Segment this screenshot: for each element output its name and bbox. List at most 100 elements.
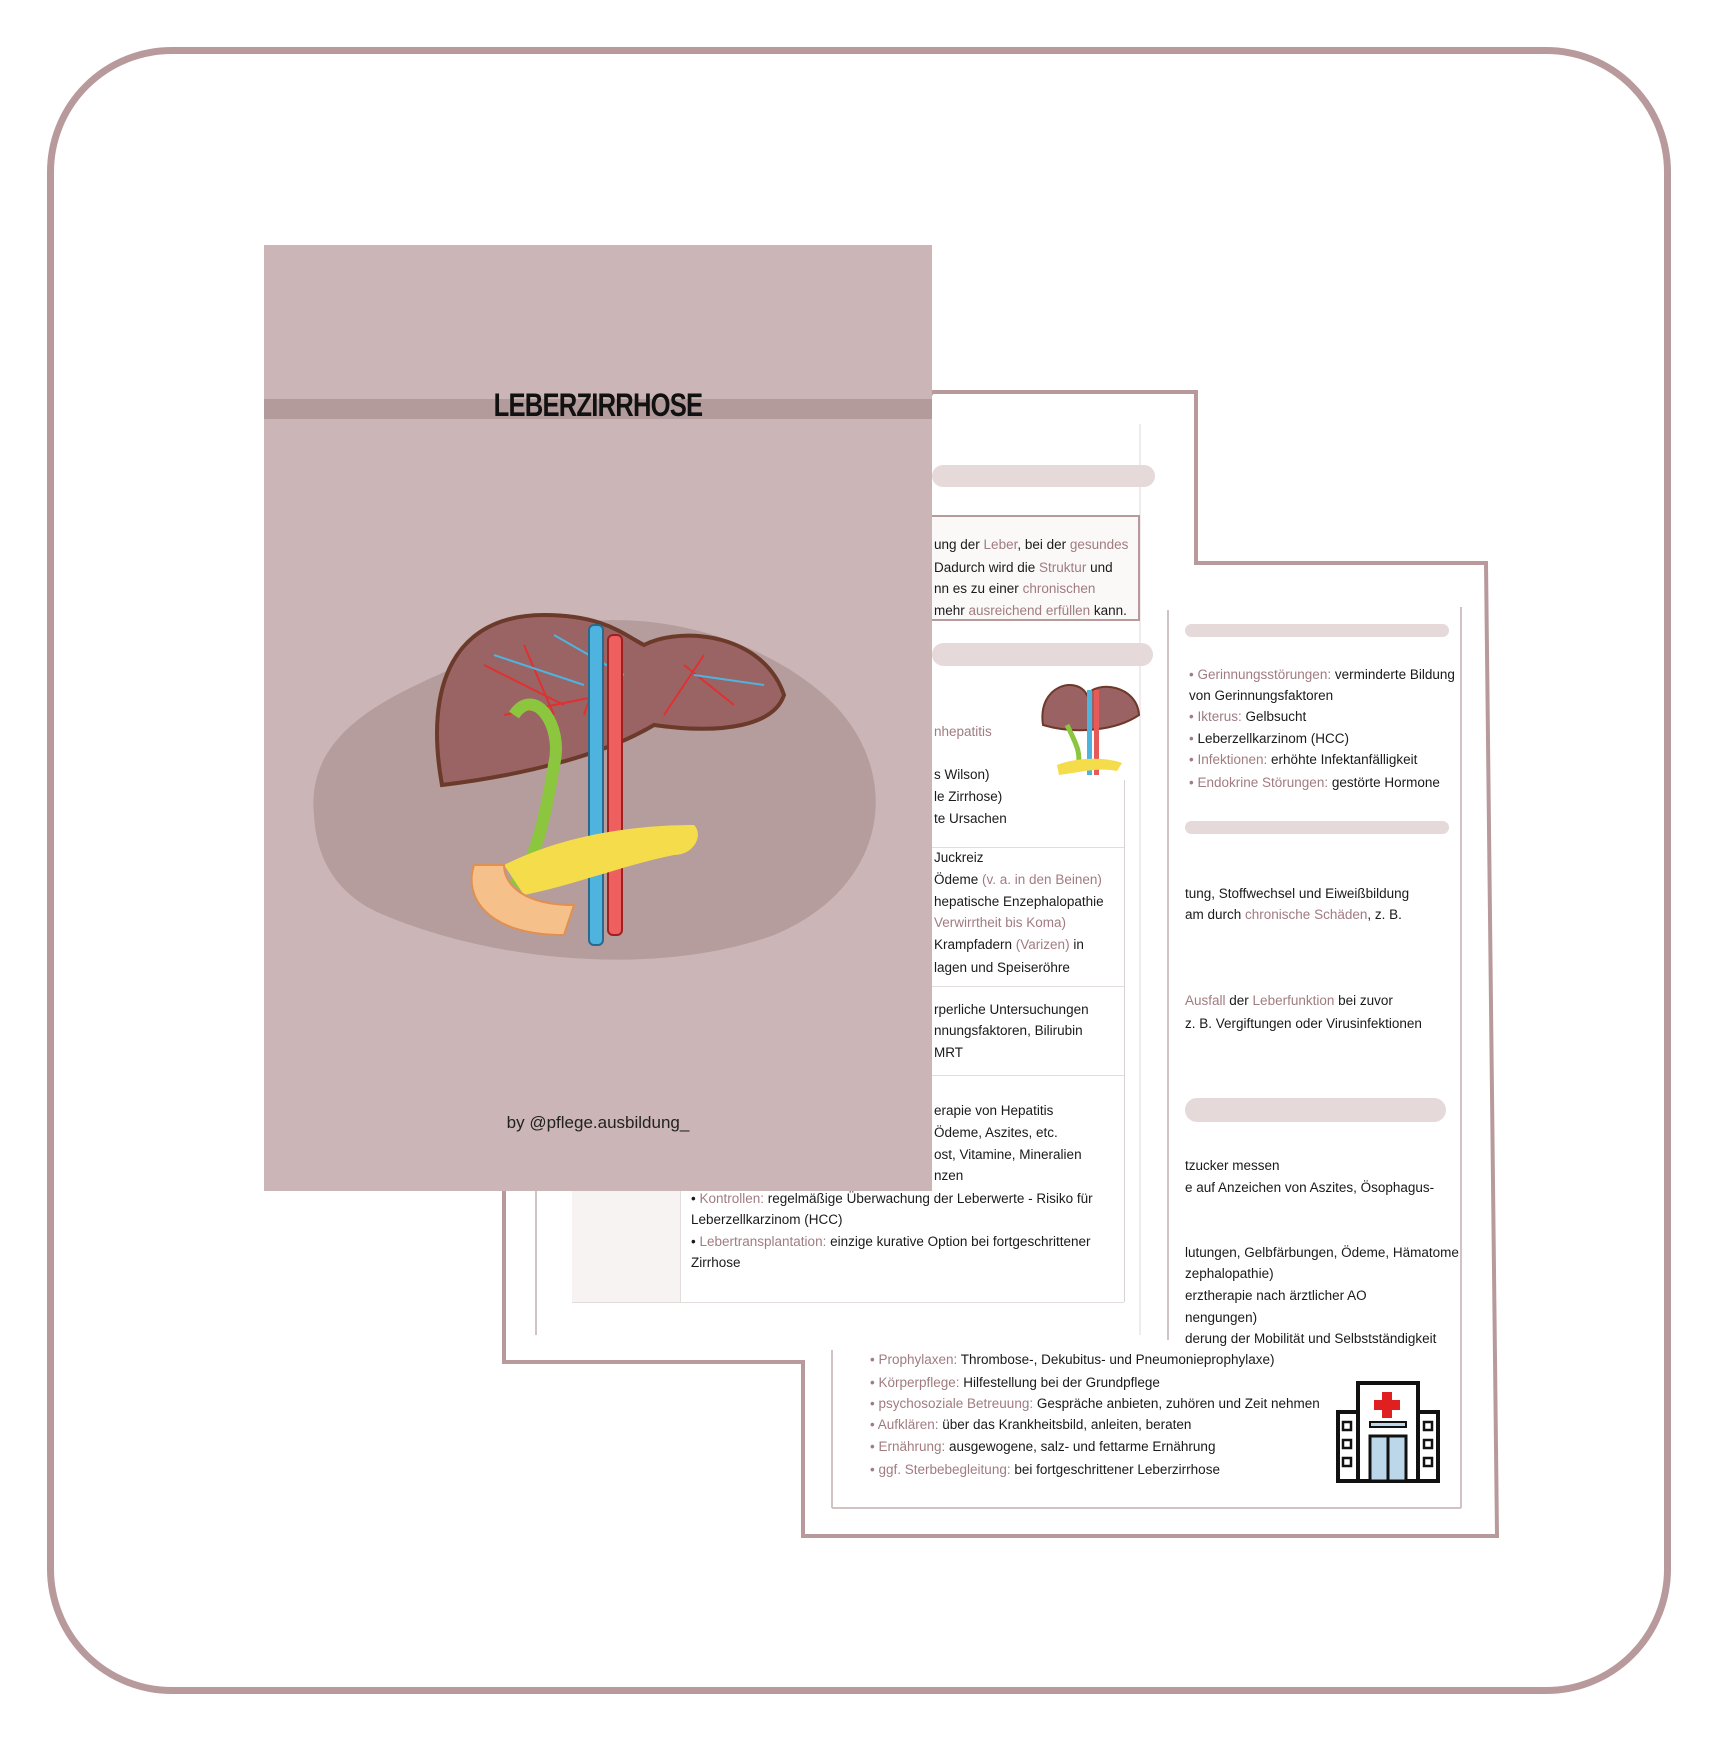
bullet: • (870, 1396, 879, 1411)
text-segment: s Wilson) (934, 767, 990, 782)
text-segment: Krampfadern (934, 937, 1016, 952)
text-line: • ggf. Sterbebegleitung: bei fortgeschri… (870, 1462, 1220, 1478)
highlight-term: chronische Schäden (1245, 907, 1368, 922)
text-segment: hepatische Enzephalopathie (934, 894, 1104, 909)
highlight-term: Ernährung: (878, 1439, 946, 1454)
text-line: lutungen, Gelbfärbungen, Ödeme, Hämatome (1185, 1245, 1459, 1261)
highlight-term: (Varizen) (1015, 937, 1070, 952)
liver-illustration (313, 612, 876, 960)
bullet: • (1189, 775, 1198, 790)
text-segment: , z. B. (1367, 907, 1402, 922)
text-line: Zirrhose (691, 1255, 741, 1271)
text-line: • Gerinnungsstörungen: verminderte Bildu… (1189, 667, 1455, 683)
bullet: • (870, 1375, 879, 1390)
section-header-bar (1185, 821, 1449, 834)
text-line: te Ursachen (934, 811, 1007, 827)
text-segment: einzige kurative Option bei fortgeschrit… (826, 1234, 1091, 1249)
text-segment: ung der (934, 537, 984, 552)
highlight-term: (v. a. in den Beinen) (982, 872, 1102, 887)
table-divider (932, 986, 1124, 987)
text-segment: z. B. Vergiftungen oder Virusinfektionen (1185, 1016, 1422, 1031)
rounded-frame (47, 47, 1671, 1694)
text-segment: MRT (934, 1045, 963, 1060)
section-header-bar (1185, 1098, 1446, 1122)
text-line: nhepatitis (934, 724, 992, 740)
text-segment: kann. (1090, 603, 1127, 618)
highlight-term: Kontrollen: (699, 1191, 765, 1206)
highlight-term: Lebertransplantation: (699, 1234, 827, 1249)
text-line: Ödeme, Aszites, etc. (934, 1125, 1058, 1141)
highlight-term: ausreichend erfüllen (968, 603, 1091, 618)
bullet: • (1189, 667, 1198, 682)
title-band (264, 399, 932, 419)
cover-page: LEBERZIRRHOSE by @pflege.ausbildung_ (264, 245, 932, 1191)
bullet: • (1189, 731, 1198, 746)
text-segment: Dadurch wird die (934, 560, 1040, 575)
text-segment: ost, Vitamine, Mineralien (934, 1147, 1082, 1162)
text-segment: tzucker messen (1185, 1158, 1280, 1173)
text-line: ost, Vitamine, Mineralien (934, 1147, 1082, 1163)
text-line: • Körperpflege: Hilfestellung bei der Gr… (870, 1375, 1160, 1391)
text-segment: tung, Stoffwechsel und Eiweißbildung (1185, 886, 1410, 901)
text-line: • Ikterus: Gelbsucht (1189, 709, 1306, 725)
text-segment: bei zuvor (1334, 993, 1393, 1008)
text-segment: erapie von Hepatitis (934, 1103, 1054, 1118)
bullet: • (1189, 752, 1198, 767)
text-segment: Juckreiz (934, 850, 984, 865)
text-line: erztherapie nach ärztlicher AO (1185, 1288, 1367, 1304)
highlight-term: chronischen (1022, 581, 1096, 596)
text-segment: Leberzellkarzinom (HCC) (691, 1212, 843, 1227)
text-segment: rperliche Untersuchungen (934, 1002, 1089, 1017)
text-segment: der (1225, 993, 1253, 1008)
text-segment: ausgewogene, salz- und fettarme Ernährun… (945, 1439, 1216, 1454)
text-line: nnungsfaktoren, Bilirubin (934, 1023, 1083, 1039)
text-segment: Zirrhose (691, 1255, 741, 1270)
cover-title: LEBERZIRRHOSE (493, 387, 703, 423)
text-line: Leberzellkarzinom (HCC) (691, 1212, 843, 1228)
text-segment: nengungen) (1185, 1310, 1258, 1325)
highlight-term: Leberfunktion (1252, 993, 1335, 1008)
text-segment: in (1069, 937, 1084, 952)
section-header-bar (1185, 624, 1449, 637)
text-segment: Gelbsucht (1241, 709, 1307, 724)
text-segment: Leberzellkarzinom (HCC) (1197, 731, 1350, 746)
text-segment: lagen und Speiseröhre (934, 960, 1070, 975)
text-line: • Ernährung: ausgewogene, salz- und fett… (870, 1439, 1215, 1455)
text-line: mehr ausreichend erfüllen kann. (934, 603, 1127, 619)
text-line: • Kontrollen: regelmäßige Überwachung de… (691, 1191, 1093, 1207)
text-line: nn es zu einer chronischen (934, 581, 1095, 597)
text-line: tung, Stoffwechsel und Eiweißbildung (1185, 886, 1409, 902)
highlight-term: gesundes (1069, 537, 1129, 552)
text-line: • Endokrine Störungen: gestörte Hormone (1189, 775, 1440, 791)
table-label-cell (572, 1191, 681, 1303)
text-segment: mehr (934, 603, 969, 618)
text-segment: nnungsfaktoren, Bilirubin (934, 1023, 1083, 1038)
text-line: Krampfadern (Varizen) in (934, 937, 1084, 953)
text-line: • Leberzellkarzinom (HCC) (1189, 731, 1349, 747)
hospital-icon (1336, 1381, 1440, 1483)
text-segment: nzen (934, 1168, 964, 1183)
text-segment: und (1086, 560, 1113, 575)
text-segment: te Ursachen (934, 811, 1007, 826)
highlight-term: Ausfall (1185, 993, 1226, 1008)
highlight-term: Infektionen: (1197, 752, 1268, 767)
text-segment: , bei der (1017, 537, 1070, 552)
bullet: • (1189, 709, 1198, 724)
highlight-term: Aufklären: (877, 1417, 939, 1432)
text-line: s Wilson) (934, 767, 990, 783)
text-line: MRT (934, 1045, 963, 1061)
text-segment: erztherapie nach ärztlicher AO (1185, 1288, 1367, 1303)
text-line: • Prophylaxen: Thrombose-, Dekubitus- un… (870, 1352, 1274, 1368)
table-divider (932, 1075, 1124, 1076)
text-line: nengungen) (1185, 1310, 1257, 1326)
text-segment: verminderte Bildung (1331, 667, 1455, 682)
table-border (1124, 780, 1125, 1302)
text-line: derung der Mobilität und Selbstständigke… (1185, 1331, 1436, 1347)
text-line: • Infektionen: erhöhte Infektanfälligkei… (1189, 752, 1417, 768)
text-line: • psychosoziale Betreuung: Gespräche anb… (870, 1396, 1320, 1412)
text-line: Juckreiz (934, 850, 984, 866)
table-divider (572, 1302, 1124, 1303)
highlight-term: Verwirrtheit bis Koma) (934, 915, 1067, 930)
text-segment: zephalopathie) (1185, 1266, 1274, 1281)
text-segment: Gespräche anbieten, zuhören und Zeit neh… (1033, 1396, 1320, 1411)
